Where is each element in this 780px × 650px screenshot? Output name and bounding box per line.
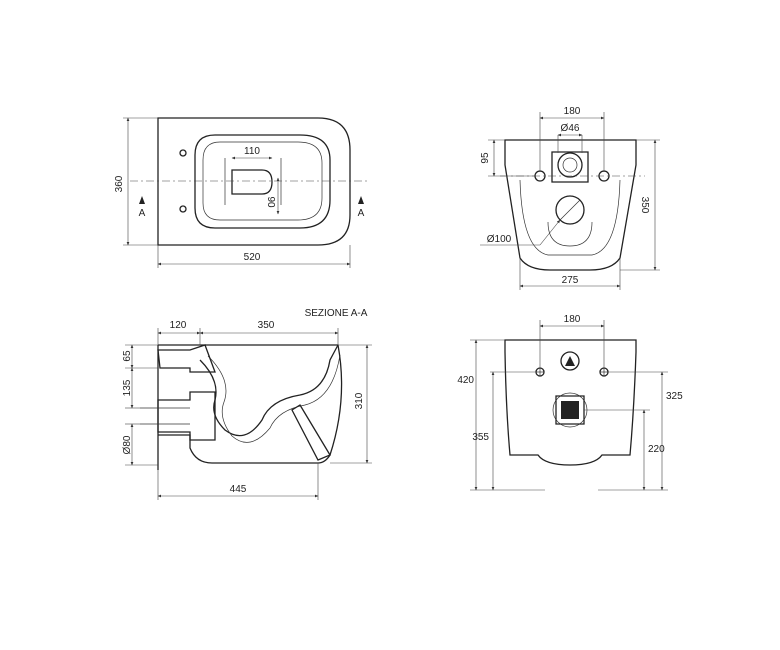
section-view: SEZIONE A-A 120 350 65 135 Ø80: [122, 308, 372, 500]
dim-275: 275: [562, 275, 579, 286]
dim-445: 445: [230, 484, 247, 495]
dim-100: Ø100: [487, 234, 512, 245]
dim-65: 65: [122, 350, 133, 362]
section-arrow-left: [139, 196, 145, 204]
top-view-fixing-hole: [179, 149, 187, 157]
top-view-bowl-inner: [202, 141, 323, 221]
dim-180: 180: [564, 314, 581, 325]
top-view-outline: [157, 117, 351, 246]
rear-view: 180 Ø46 95 350 Ø100 275: [480, 106, 660, 290]
dim-360: 360: [114, 175, 125, 192]
rear-view-drain-outlet: [555, 195, 585, 225]
wall-view: 180 420 355 325 220: [457, 314, 683, 491]
top-view-outlet: [231, 169, 273, 195]
section-outer-shell: [158, 344, 343, 464]
section-drain-pipe: [157, 391, 216, 441]
section-bowl-interior: [199, 344, 339, 437]
dim-310: 310: [354, 392, 365, 409]
wall-view-inlet: [560, 351, 580, 371]
top-view: 360 520 110 90 A A: [114, 117, 370, 268]
wall-view-outline: [504, 339, 637, 466]
section-label-left: A: [139, 208, 146, 219]
top-view-bowl-rim: [194, 134, 331, 229]
section-label-right: A: [358, 208, 365, 219]
dim-220: 220: [648, 444, 665, 455]
rear-view-outline: [504, 139, 637, 271]
dim-120: 120: [170, 320, 187, 331]
rear-view-socket: [551, 151, 589, 183]
rear-view-water-inlet: [557, 152, 583, 178]
dim-520: 520: [244, 252, 261, 263]
section-bowl-wall: [207, 354, 341, 443]
wall-view-drain-hole: [561, 401, 579, 419]
dim-90: 90: [265, 196, 276, 208]
dim-420: 420: [457, 375, 474, 386]
dim-350: 350: [258, 320, 275, 331]
dim-180: 180: [564, 106, 581, 117]
section-front-rim: [291, 404, 331, 461]
dim-135: 135: [122, 379, 133, 396]
dim-95: 95: [480, 152, 491, 164]
dim-325: 325: [666, 391, 683, 402]
section-arrow-right: [358, 196, 364, 204]
dim-110: 110: [244, 146, 260, 157]
dim-46: Ø46: [561, 123, 580, 134]
rear-view-inner-bowl: [519, 179, 621, 256]
top-view-fixing-hole: [179, 205, 187, 213]
section-title: SEZIONE A-A: [305, 308, 368, 319]
section-water-inlet: [157, 344, 216, 373]
wall-view-inlet-mark: [565, 356, 575, 366]
wall-view-drain-socket: [555, 395, 585, 425]
dim-355: 355: [472, 432, 489, 443]
dim-350: 350: [639, 197, 650, 214]
dim-80: Ø80: [122, 435, 133, 454]
